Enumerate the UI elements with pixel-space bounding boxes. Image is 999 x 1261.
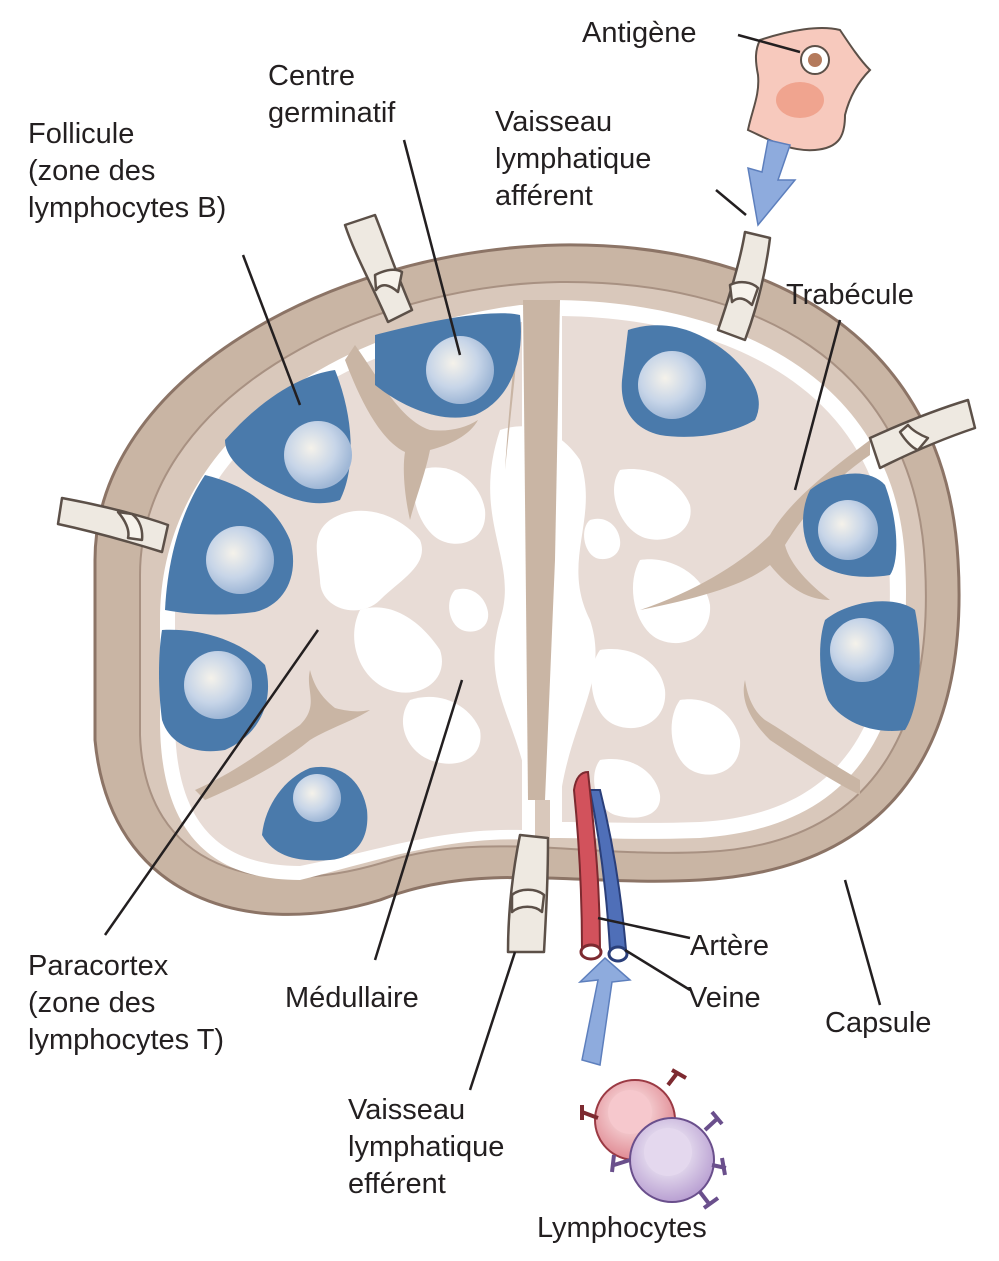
label-line: efférent xyxy=(348,1166,504,1203)
label-vaisseau-efferent: Vaisseau lymphatique efférent xyxy=(348,1092,504,1203)
label-line: (zone des xyxy=(28,153,226,190)
label-vaisseau-afferent: Vaisseau lymphatique afférent xyxy=(495,104,651,215)
label-centre-germinatif: Centre germinatif xyxy=(268,58,395,132)
label-line: (zone des xyxy=(28,985,224,1022)
label-line: lymphatique xyxy=(348,1129,504,1166)
lymphocyte-arrow-icon xyxy=(580,958,630,1065)
label-antigene: Antigène xyxy=(582,15,697,52)
label-follicule: Follicule (zone des lymphocytes B) xyxy=(28,116,226,227)
label-line: lymphatique xyxy=(495,141,651,178)
label-artere: Artère xyxy=(690,928,769,965)
label-line: lymphocytes T) xyxy=(28,1022,224,1059)
label-line: Paracortex xyxy=(28,948,224,985)
label-trabecule: Trabécule xyxy=(786,277,914,314)
follicle xyxy=(803,474,896,577)
label-line: Vaisseau xyxy=(495,104,651,141)
label-line: Follicule xyxy=(28,116,226,153)
label-medullaire: Médullaire xyxy=(285,980,419,1017)
afferent-arrow-icon xyxy=(748,140,795,225)
label-line: germinatif xyxy=(268,95,395,132)
label-line: afférent xyxy=(495,178,651,215)
label-veine: Veine xyxy=(688,980,761,1017)
label-line: Vaisseau xyxy=(348,1092,504,1129)
label-paracortex: Paracortex (zone des lymphocytes T) xyxy=(28,948,224,1059)
label-line: lymphocytes B) xyxy=(28,190,226,227)
label-lymphocytes: Lymphocytes xyxy=(537,1210,707,1247)
antigen-presenting-cell-icon xyxy=(748,28,870,150)
lymphocytes-icon xyxy=(582,1070,726,1208)
label-capsule: Capsule xyxy=(825,1005,931,1042)
label-line: Centre xyxy=(268,58,395,95)
